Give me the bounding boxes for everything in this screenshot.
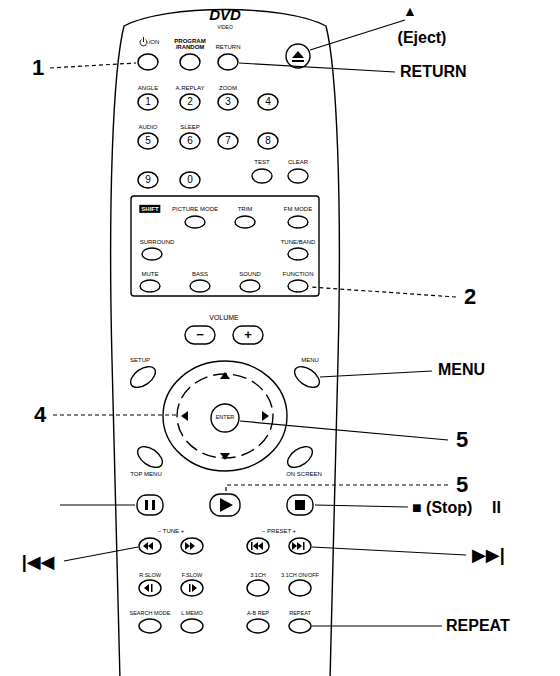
callout-number: 5 — [456, 428, 468, 451]
button-label: − TUNE + — [158, 528, 185, 534]
nav-ring — [163, 361, 287, 471]
button-label: ON SCREEN — [286, 471, 322, 477]
button-label: SURROUND — [140, 239, 175, 245]
function-panel — [131, 196, 319, 296]
button-label: FUNCTION — [283, 271, 314, 277]
button-label: ENTER — [216, 415, 235, 421]
button-label: REPEAT — [289, 611, 311, 617]
button-label: BASS — [192, 271, 208, 277]
button-label: TEST — [254, 159, 269, 165]
button-label: ANGLE — [138, 85, 158, 91]
callout-number: 2 — [464, 285, 476, 308]
remote-body — [111, 10, 340, 676]
callout-label: MENU — [438, 362, 485, 379]
button-label: A-B REP — [247, 611, 269, 617]
button-label: L.MEMO — [181, 611, 203, 617]
callout-number: 1 — [32, 56, 44, 79]
logo-text: DVD — [209, 7, 241, 23]
button-label: AUDIO — [138, 124, 157, 130]
button-label: MUTE — [142, 271, 159, 277]
function-button — [288, 280, 308, 292]
pause-button — [137, 495, 163, 515]
leader-lines — [50, 20, 466, 626]
button-label: + — [244, 328, 252, 342]
button-digit: 4 — [265, 97, 271, 108]
eject-symbol: ▲ — [403, 4, 417, 19]
stop-button — [287, 495, 313, 515]
callout-label: RETURN — [400, 64, 467, 81]
callout-number: 4 — [34, 403, 46, 426]
button-label: FM MODE — [284, 206, 312, 212]
enter-button — [211, 404, 239, 432]
play-button — [210, 494, 240, 516]
button-label: VOLUME — [209, 314, 239, 321]
button-label: MENU — [301, 357, 319, 363]
power-button — [138, 54, 158, 70]
button-digit: 2 — [187, 97, 193, 108]
callout-label: ■ (Stop) — [412, 500, 472, 517]
button-label: TOP MENU — [130, 471, 161, 477]
button-label: 3.1CH ON/OFF — [281, 573, 319, 579]
button-label: RETURN — [216, 44, 241, 50]
callout-symbol: |◀◀ — [22, 553, 55, 572]
shift-badge: SHIFT — [139, 205, 160, 213]
button-label: TUNE/BAND — [281, 239, 316, 245]
repeat-button — [289, 619, 311, 633]
button-digit: 3 — [225, 97, 231, 108]
eject-button — [286, 44, 310, 68]
button-label: /ON — [149, 39, 160, 45]
button-label: A.REPLAY — [176, 85, 205, 91]
button-digit: 9 — [145, 175, 151, 186]
button-label: CLEAR — [288, 159, 308, 165]
button-digit: 1 — [145, 97, 151, 108]
button-label: − — [196, 328, 204, 342]
button-label: SEARCH MODE — [130, 611, 171, 617]
button-label: SOUND — [239, 271, 261, 277]
logo-text: VIDEO — [217, 25, 233, 30]
callout-label: II — [492, 500, 501, 517]
button-label: SLEEP — [180, 124, 199, 130]
button-digit: 7 — [225, 136, 231, 147]
button-label: TRIM — [238, 206, 253, 212]
button-label: F.SLOW — [182, 573, 202, 579]
button-label: ZOOM — [219, 85, 237, 91]
button-digit: 5 — [145, 136, 151, 147]
callout-number: 5 — [456, 473, 468, 496]
button-label: PROGRAM /RANDOM — [172, 38, 208, 51]
button-digit: 8 — [265, 136, 271, 147]
callout-symbol: ▶▶| — [472, 546, 505, 565]
callout-label: REPEAT — [446, 618, 510, 635]
button-label: − PRESET + — [262, 528, 296, 534]
button-label: 3.1CH — [250, 573, 266, 579]
callout-label: (Eject) — [398, 30, 447, 47]
button-label: R.SLOW — [139, 573, 161, 579]
button-label: SETUP — [130, 357, 150, 363]
button-label: PICTURE MODE — [172, 206, 218, 212]
button-digit: 0 — [187, 175, 193, 186]
button-digit: 6 — [187, 136, 193, 147]
